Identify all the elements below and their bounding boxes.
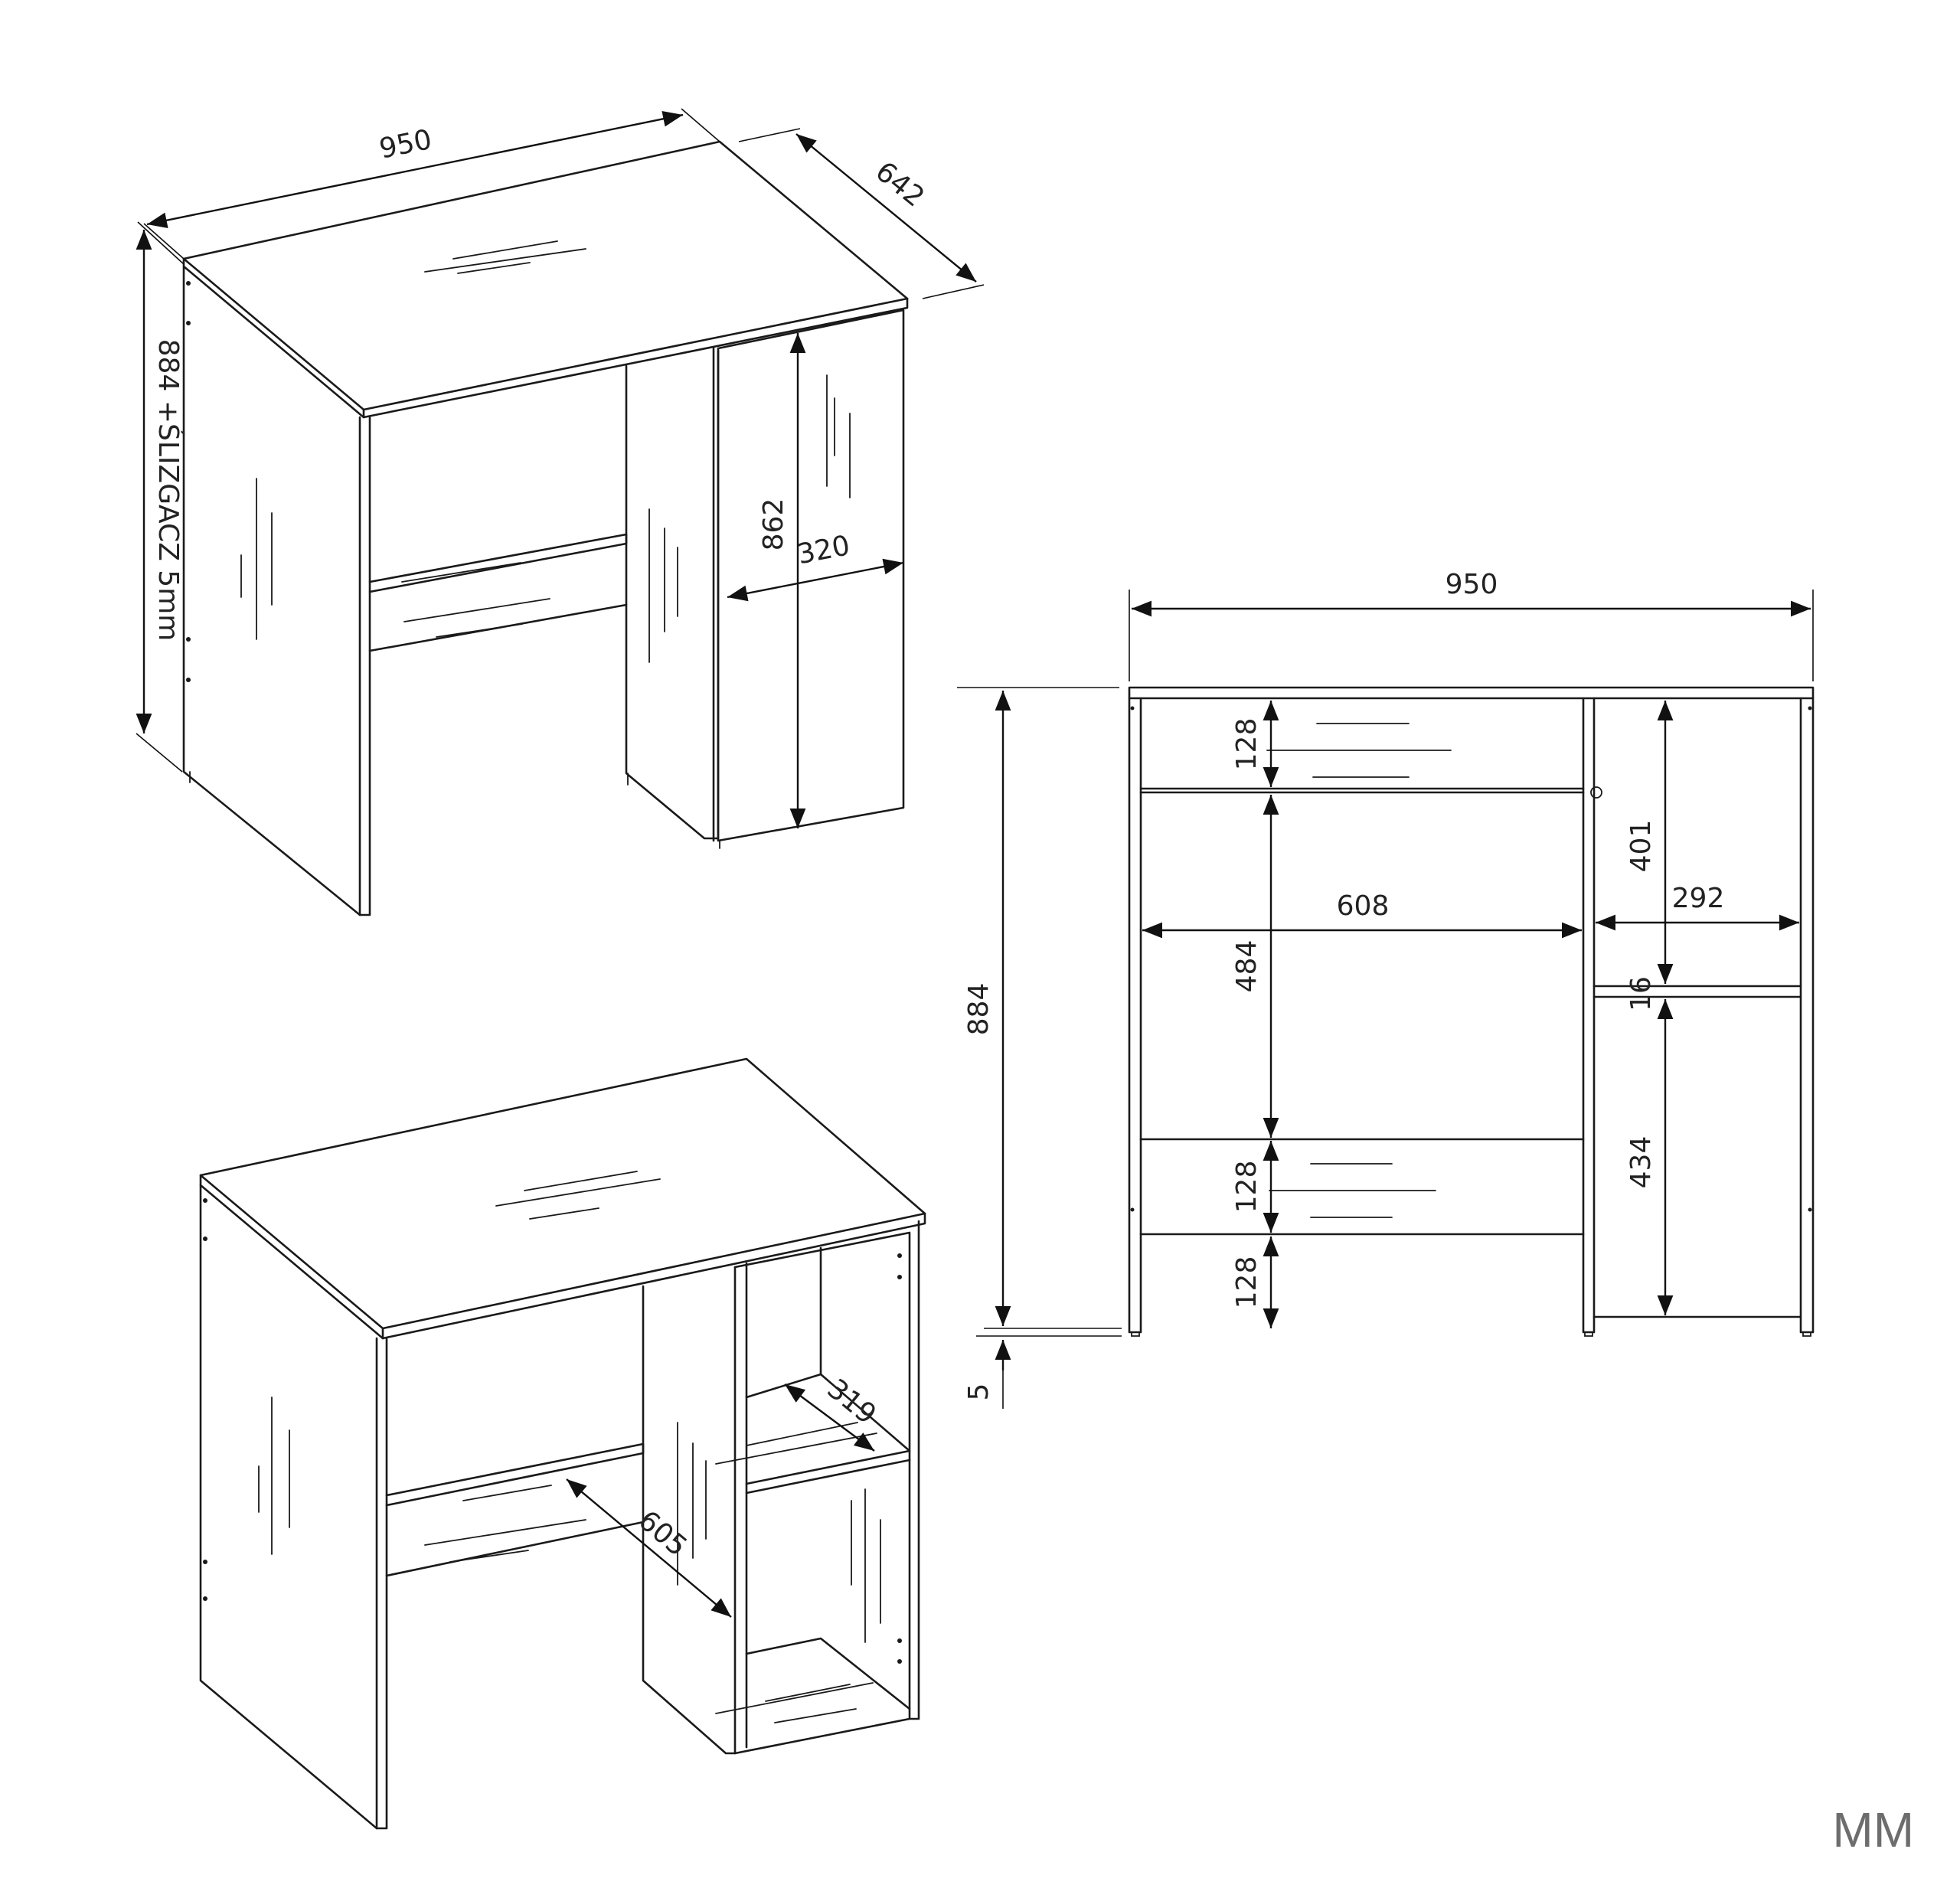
iso-top-hinge-dots [186, 281, 191, 682]
front-lower-shelf-label: 434 [1625, 1136, 1657, 1189]
iso-bottom-hinge-dots [203, 1198, 902, 1664]
front-left-leg [1128, 697, 1142, 1334]
iso-top-cabinet-height-label: 862 [758, 498, 789, 551]
iso-bottom-shading [258, 1171, 881, 1723]
front-cabinet-left-side [1582, 697, 1596, 1334]
iso-bottom-knee-rail [385, 1442, 645, 1577]
front-upper-shelf-label: 401 [1625, 820, 1657, 873]
iso-top-left-panel [182, 265, 371, 916]
iso-top-desktop-edge [182, 257, 909, 419]
iso-top-depth-label: 642 [870, 156, 930, 214]
iso-bottom-right-edge [908, 1220, 920, 1720]
iso-top-width-dim-line [146, 111, 684, 228]
iso-bottom-desktop [199, 1057, 926, 1330]
iso-top-height-label: 884 +ŚLIZGACZ 5mm [152, 339, 185, 642]
front-lower-bar [1139, 1138, 1585, 1236]
front-knee-width-label: 608 [1337, 890, 1390, 922]
iso-bottom-knee-depth-label: 605 [632, 1504, 693, 1563]
front-width-label: 950 [1446, 569, 1498, 600]
front-view: 950 884 5 128 484 128 128 608 292 401 [957, 569, 1815, 1409]
iso-top-desktop [182, 140, 909, 411]
iso-top-width-label: 950 [377, 124, 435, 165]
iso-bottom-shelf-depth-dim-line [784, 1383, 875, 1452]
front-desktop [1128, 686, 1815, 700]
iso-top-shading [240, 240, 851, 663]
iso-top-cabinet-width-label: 320 [795, 530, 852, 570]
front-side-dots [1130, 706, 1812, 1212]
front-right-side [1799, 697, 1815, 1334]
front-bar-gap-label: 128 [1231, 1256, 1263, 1309]
iso-top-cabinet-door [717, 309, 905, 842]
iso-bottom-left-panel [199, 1184, 388, 1830]
front-cab-width-label: 292 [1672, 883, 1725, 914]
front-bar-height-label: 128 [1231, 1161, 1263, 1214]
front-shading [1266, 723, 1452, 1218]
front-height-label: 884 [963, 983, 995, 1036]
iso-top-view: 950 642 884 +ŚLIZGACZ 5mm 862 320 [136, 108, 985, 916]
iso-top-knee-rail [368, 533, 628, 652]
iso-bottom-lower-shelf [745, 1637, 911, 1710]
front-lock-knob [1590, 786, 1602, 799]
iso-top-cabinet-width-dim-line [727, 558, 904, 602]
unit-label: MM [1832, 1802, 1914, 1857]
front-top-rail [1139, 787, 1585, 794]
front-shelf-thickness-label: 16 [1625, 976, 1657, 1011]
iso-bottom-knee-depth-dim-line [566, 1478, 732, 1618]
front-glide-label: 5 [963, 1383, 995, 1401]
front-drawer-top-label: 128 [1231, 718, 1263, 771]
iso-bottom-view: 319 605 [199, 1057, 926, 1830]
front-knee-height-label: 484 [1231, 940, 1263, 993]
front-cabinet-shelf [1592, 985, 1802, 998]
iso-top-depth-dim-line [795, 133, 977, 283]
iso-bottom-shelf-cabinet [733, 1231, 911, 1755]
iso-bottom-desktop-edge [199, 1174, 926, 1340]
front-feet [1131, 1331, 1811, 1337]
iso-top-cabinet-side [625, 349, 720, 840]
